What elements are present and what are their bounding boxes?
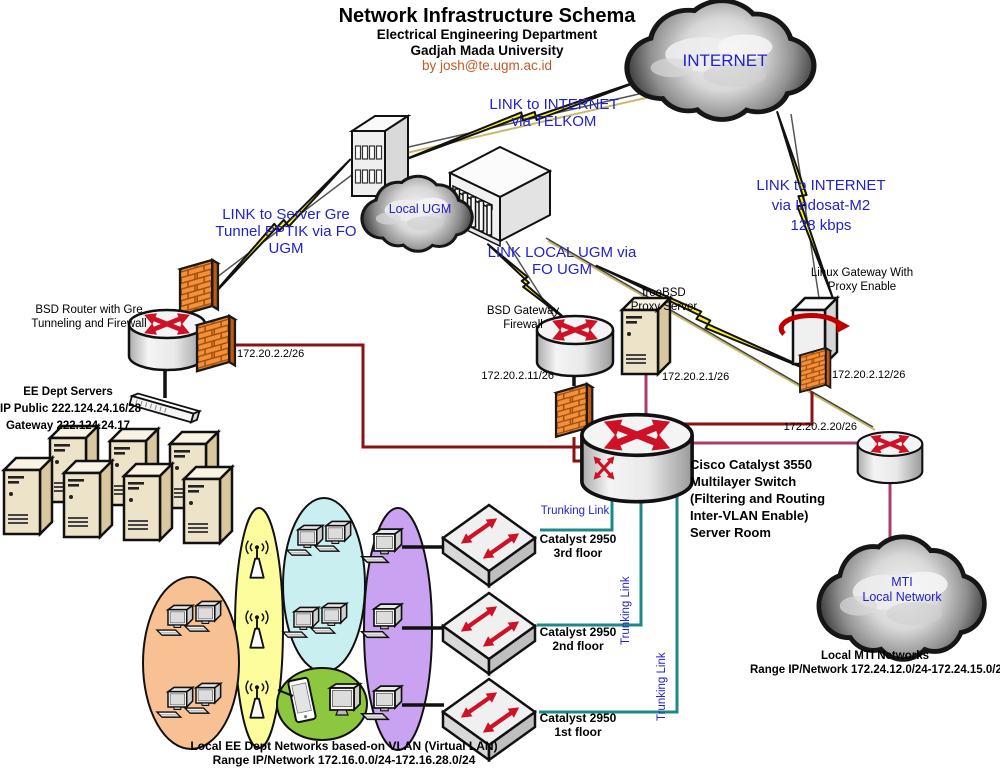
- freebsd-proxy-label: freeBSD Proxy Server: [630, 287, 698, 313]
- mti-router-icon: [858, 431, 923, 483]
- link-telkom-label: LINK to INTERNET via TELKOM: [489, 96, 619, 130]
- bsd-router-ip: 172.20.2.2/26: [237, 348, 305, 360]
- office-building: [348, 114, 412, 198]
- trunk-line-floor2: [537, 494, 643, 627]
- page-subtitle-2: Gadjah Mada University: [410, 43, 564, 58]
- catalyst-3550-label: Cisco Catalyst 3550 Multilayer Switch (F…: [690, 457, 826, 540]
- local-ugm-cloud-label: Local UGM: [388, 202, 452, 216]
- link-gre-label: LINK to Server Gre Tunnel PPTIK via FO U…: [215, 206, 357, 257]
- switch-2950-floor2-icon: [443, 593, 535, 674]
- link-line-ugm-gw: [505, 240, 559, 324]
- page-title: Network Infrastructure Schema: [338, 5, 636, 27]
- link-line-fo-mti: [545, 237, 874, 428]
- bsd-router-label: BSD Router with Gre Tunneling and Firewa…: [31, 304, 147, 330]
- internet-cloud-label: INTERNET: [682, 51, 768, 70]
- ee-hub-icon: [128, 392, 203, 424]
- server-tower-icon: [62, 459, 114, 539]
- server-tower-icon: [2, 456, 54, 536]
- link-line-fo-mti-tan: [547, 240, 876, 431]
- firewall-icon-bsd-router: [195, 314, 237, 373]
- author-credit: by josh@te.ugm.ac.id: [421, 58, 553, 73]
- vlan-ellipse-orange: [142, 576, 240, 750]
- switch-floor1-label: Catalyst 2950 1st floor: [539, 711, 617, 739]
- linux-gateway-ip: 172.20.2.12/26: [832, 369, 906, 381]
- monitor-icon: [327, 682, 363, 716]
- vlan-footer-label: Local EE Dept Networks based-on VLAN (Vi…: [190, 739, 498, 767]
- link-indosat-label: LINK to INTERNET via Indosat-M2 128 kbps: [756, 177, 886, 234]
- freebsd-proxy-ip: 172.20.2.1/26: [662, 371, 730, 383]
- link-local-ugm-label: LINK LOCAL UGM via FO UGM: [487, 244, 637, 278]
- server-tower-icon: [182, 465, 234, 545]
- tablet-icon: [277, 676, 317, 724]
- firewall-icon-gre: [178, 258, 220, 317]
- vlan-clients: [156, 520, 403, 724]
- switch-2950-floor3-icon: [443, 505, 535, 586]
- server-tower-icon: [122, 462, 174, 542]
- office-windows: [354, 145, 383, 184]
- trunk-line-floor3: [540, 490, 614, 532]
- vlan-ellipse-cyan: [282, 497, 366, 673]
- trunking-label-floor1: Trunking Link: [656, 652, 668, 721]
- firewall-icon-linux-gateway: [799, 347, 832, 394]
- page-subtitle-1: Electrical Engineering Department: [376, 27, 598, 42]
- mti-router-ip: 172.20.2.20/26: [783, 421, 857, 433]
- catalyst-3550-icon: [582, 413, 692, 501]
- link-line-indosat: [790, 113, 820, 299]
- maroon-line-right: [676, 392, 814, 426]
- bsd-gateway-label: BSD Gateway Firewall: [486, 305, 560, 331]
- trunking-label-floor3: Trunking Link: [540, 505, 610, 517]
- linux-gateway-label: Linux Gateway With Proxy Enable: [810, 267, 914, 293]
- switch-floor2-label: Catalyst 2950 2nd floor: [539, 625, 617, 653]
- ee-server-farm: [2, 424, 234, 545]
- maroon-line-left: [234, 343, 601, 449]
- mti-cloud-label: MTI Local Network: [862, 575, 942, 604]
- mti-footer-label: Local MTI Networks Range IP/Network 172.…: [750, 650, 1000, 676]
- switch-floor3-label: Catalyst 2950 3rd floor: [539, 532, 617, 560]
- bsd-gateway-ip: 172.20.2.11/26: [481, 370, 554, 382]
- ee-servers-label: EE Dept Servers IP Public 222.124.24.16/…: [0, 386, 142, 432]
- trunk-line-floor1: [539, 494, 679, 714]
